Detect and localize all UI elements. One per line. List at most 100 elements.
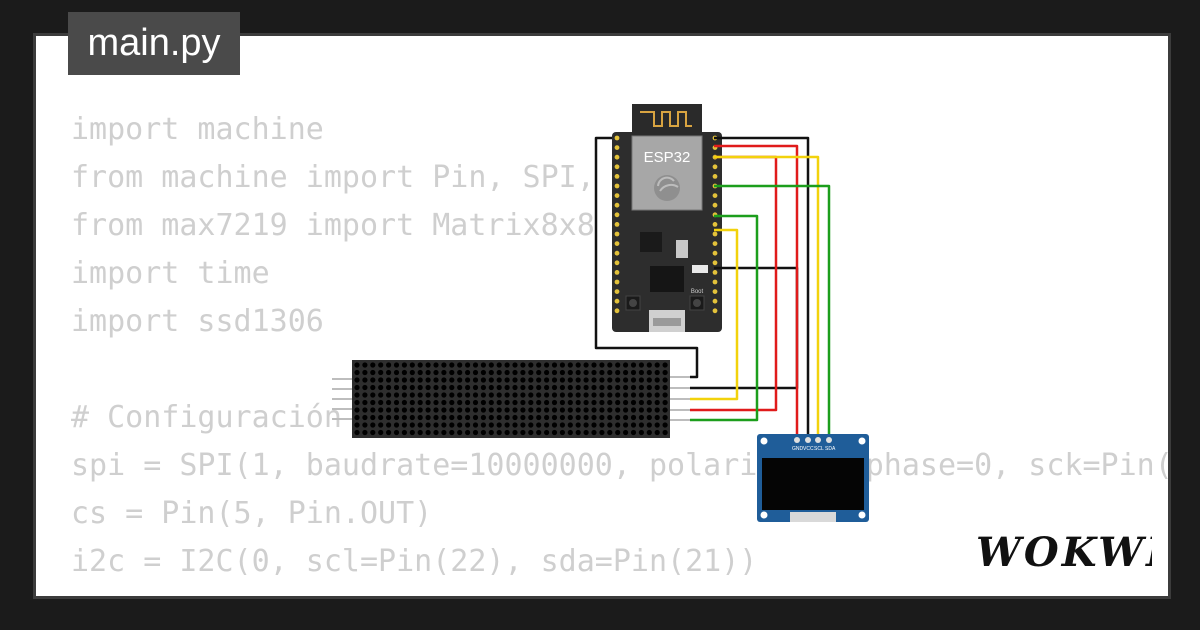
led-dot — [583, 362, 589, 368]
led-dot — [559, 429, 566, 436]
led-dot — [401, 399, 407, 406]
esp32-pin — [712, 260, 718, 266]
led-dot — [638, 422, 645, 428]
led-dot — [536, 377, 542, 383]
esp32-pin — [614, 145, 620, 151]
led-dot — [630, 399, 637, 406]
led-dot — [449, 392, 455, 398]
led-dot — [654, 422, 660, 428]
led-dot — [646, 429, 652, 436]
led-dot — [599, 422, 605, 428]
led-dot — [362, 384, 368, 391]
led-dot — [559, 384, 566, 391]
led-dot — [520, 377, 526, 383]
led-dot — [449, 414, 455, 421]
led-dot — [362, 429, 368, 436]
oled-display[interactable] — [757, 434, 869, 522]
led-dot — [591, 422, 597, 428]
led-dot — [354, 362, 360, 368]
led-dot — [378, 429, 384, 436]
led-dot — [544, 384, 550, 391]
led-dot — [567, 369, 573, 376]
led-dot — [528, 414, 534, 421]
led-dot — [409, 429, 415, 436]
led-dot — [441, 362, 447, 368]
led-dot — [457, 392, 463, 398]
led-dot — [654, 369, 660, 376]
wire-green-matrix[interactable] — [690, 214, 759, 422]
led-dot — [386, 399, 392, 406]
led-dot — [630, 362, 637, 368]
led-dot — [433, 407, 439, 413]
wire-black-matrix-left[interactable] — [594, 136, 699, 379]
esp32-pin — [712, 289, 718, 294]
led-dot — [496, 362, 502, 368]
led-dot — [575, 399, 581, 406]
led-dot — [370, 384, 376, 391]
led-dot — [544, 414, 550, 421]
led-dot — [536, 369, 542, 376]
led-dot — [662, 392, 668, 398]
esp32-pin — [712, 231, 718, 237]
led-dot — [528, 392, 534, 398]
led-dot — [583, 384, 589, 391]
esp32-pin — [712, 298, 718, 304]
led-dot — [488, 384, 494, 391]
led-dot — [480, 429, 486, 436]
led-dot — [591, 414, 597, 421]
led-dot — [528, 384, 534, 391]
led-dot — [607, 377, 613, 383]
led-dot — [528, 377, 534, 383]
led-dot — [401, 392, 407, 398]
led-dot — [591, 392, 597, 398]
led-dot — [496, 422, 502, 428]
wire-yellow-oled-scl[interactable] — [714, 155, 820, 440]
led-dot — [623, 392, 629, 398]
esp32-board[interactable]: ESP32 Boot — [612, 104, 722, 332]
led-dot — [567, 414, 573, 421]
esp32-pin — [712, 250, 718, 256]
code-line: display = ssd1306.SSD1306_I2C(128, 64, i… — [71, 586, 1168, 596]
led-dot — [449, 422, 455, 428]
wire-black-oled-gnd[interactable] — [714, 136, 810, 440]
led-dot — [393, 422, 400, 428]
led-dot — [441, 369, 447, 376]
led-dot — [551, 392, 558, 398]
led-dot — [465, 369, 471, 376]
led-dot — [638, 384, 645, 391]
led-dot — [662, 377, 668, 383]
led-dot — [433, 392, 439, 398]
led-dot — [528, 422, 534, 428]
led-dot — [425, 392, 431, 398]
led-dot — [386, 422, 392, 428]
led-matrix[interactable] — [352, 360, 670, 438]
led-dot — [480, 407, 486, 413]
led-dot — [370, 429, 376, 436]
led-dot — [591, 407, 597, 413]
led-dot — [378, 407, 384, 413]
wire-yellow-matrix[interactable] — [690, 228, 739, 401]
led-dot — [425, 429, 431, 436]
led-dot — [536, 429, 542, 436]
led-dot — [615, 399, 621, 406]
led-dot — [425, 377, 431, 383]
led-dot — [583, 414, 589, 421]
led-dot — [504, 429, 510, 436]
led-dot — [559, 377, 566, 383]
file-tab[interactable]: main.py — [68, 12, 240, 75]
oled-pin-scl: SCL — [814, 446, 824, 452]
led-dot — [433, 369, 439, 376]
led-dot — [504, 377, 510, 383]
wire-green-oled-sda[interactable] — [714, 184, 831, 440]
wires — [594, 136, 831, 440]
led-dot — [630, 414, 637, 421]
led-dot — [662, 399, 668, 406]
led-dot — [378, 362, 384, 368]
led-dot — [449, 377, 455, 383]
led-dot — [551, 369, 558, 376]
wire-red-oled-vcc[interactable] — [714, 144, 799, 440]
led-dot — [465, 429, 471, 436]
led-dot — [599, 407, 605, 413]
led-dot — [638, 407, 645, 413]
led-dot — [630, 407, 637, 413]
